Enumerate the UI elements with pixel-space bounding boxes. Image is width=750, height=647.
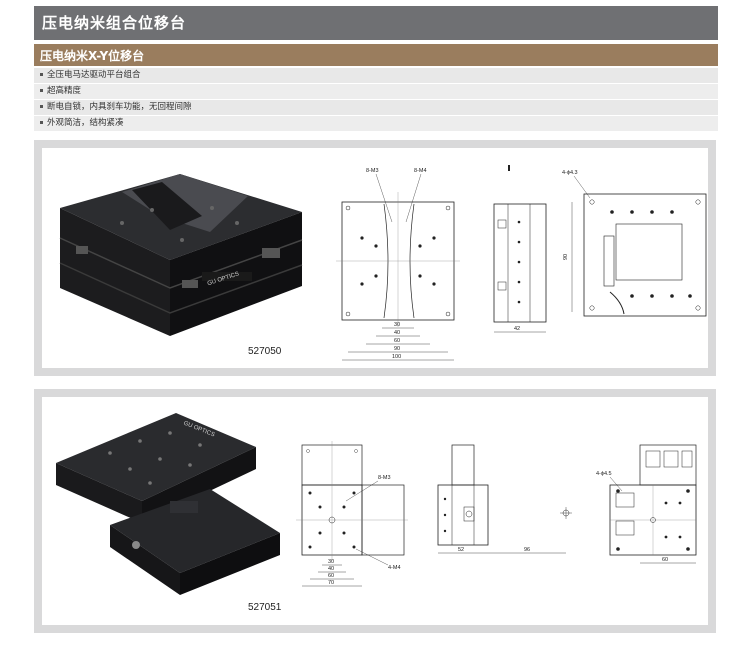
bullet-icon: [40, 121, 43, 124]
hole-label: 8-M4: [414, 168, 427, 174]
drawing-side-view-527050: 42: [493, 165, 547, 333]
page-title: 压电纳米组合位移台: [42, 14, 187, 32]
drawing-top-view-527051: 8-M3 4-M4 30 40 60 70: [296, 441, 408, 587]
dimension-label: 70: [328, 580, 334, 586]
dimension-label: 42: [514, 326, 520, 332]
model-number: 527050: [248, 346, 282, 357]
dimension-label: 40: [328, 566, 334, 572]
dimension-label: 96: [524, 547, 530, 553]
model-number: 527051: [248, 602, 282, 613]
hole-label: 4-ϕ4.3: [562, 170, 578, 176]
section-title: 压电纳米X-Y位移台: [40, 49, 145, 63]
bullet-icon: [40, 89, 43, 92]
product-panel-527051: GU OPTICS 527051 8-M3 4-M4 30 40: [34, 389, 716, 633]
hole-label: 4-ϕ4.5: [596, 471, 612, 477]
product-panel-inner: GU OPTICS 527050 8-M3 8-M4 30 40: [42, 148, 708, 368]
drawing-side-view-527051: 52 96: [437, 444, 572, 554]
bullet-icon: [40, 105, 43, 108]
hole-label: 4-M4: [388, 565, 401, 571]
dimension-label: 60: [662, 557, 668, 563]
feature-item: 外观简洁，结构紧凑: [34, 116, 718, 132]
hole-label: 8-M3: [378, 475, 391, 481]
dimension-label: 100: [392, 354, 401, 360]
bullet-icon: [40, 73, 43, 76]
dimension-label: 90: [394, 346, 400, 352]
feature-item: 断电自锁，内具刹车功能，无回程间隙: [34, 100, 718, 116]
feature-item: 超高精度: [34, 84, 718, 100]
drawing-bottom-view-527051: 4-ϕ4.5 60: [596, 444, 697, 564]
drawing-top-view-527050: 8-M3 8-M4 30 40 60 90 100: [336, 168, 460, 361]
dimension-label: 60: [394, 338, 400, 344]
section-bar: 压电纳米X-Y位移台: [34, 44, 718, 66]
feature-item: 全压电马达驱动平台组合: [34, 68, 718, 84]
dimension-label: 90: [563, 254, 569, 260]
dimension-label: 30: [328, 559, 334, 565]
dimension-label: 60: [328, 573, 334, 579]
dimension-label: 52: [458, 547, 464, 553]
product-photo-527050: GU OPTICS: [59, 174, 303, 336]
product-panel-inner: GU OPTICS 527051 8-M3 4-M4 30 40: [42, 397, 708, 625]
hole-label: 8-M3: [366, 168, 379, 174]
feature-list: 全压电马达驱动平台组合 超高精度 断电自锁，内具刹车功能，无回程间隙 外观简洁，…: [34, 68, 718, 132]
drawing-bottom-view-527050: 4-ϕ4.3 90: [562, 170, 707, 317]
product-panel-527050: GU OPTICS 527050 8-M3 8-M4 30 40: [34, 140, 716, 376]
dimension-label: 40: [394, 330, 400, 336]
dimension-label: 30: [394, 322, 400, 328]
header-bar: 压电纳米组合位移台: [34, 6, 718, 40]
product-photo-527051: GU OPTICS: [56, 413, 280, 595]
